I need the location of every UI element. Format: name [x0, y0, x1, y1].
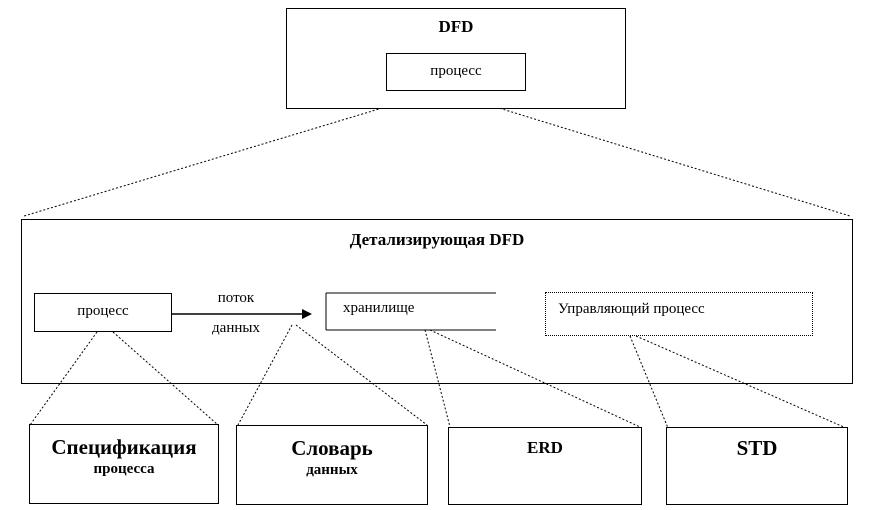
spec-line2: процесса: [93, 461, 155, 477]
control-process-box: Управляющий процесс: [545, 292, 813, 336]
dictionary-box: Словарь данных: [236, 425, 428, 505]
detail-process-box: процесс: [34, 293, 172, 332]
detail-process-label: процесс: [77, 303, 129, 319]
store-label: хранилище: [343, 300, 415, 316]
top-dfd-title: DFD: [438, 17, 474, 36]
data-store: хранилище: [327, 294, 496, 330]
detail-dfd-title: Детализирующая DFD: [349, 230, 525, 249]
std-label: STD: [736, 436, 778, 460]
top-process-box: процесс: [386, 53, 526, 91]
top-process-label: процесс: [430, 63, 482, 79]
flow-label-line1: поток: [217, 290, 255, 306]
spec-line1: Спецификация: [51, 435, 197, 459]
top-dfd-box: DFD процесс: [286, 8, 626, 109]
std-box: STD: [666, 427, 848, 505]
detail-dfd-box: Детализирующая DFD: [21, 219, 853, 384]
control-process-label: Управляющий процесс: [558, 301, 705, 317]
dict-line1: Словарь: [291, 436, 373, 460]
specification-box: Спецификация процесса: [29, 424, 219, 504]
dict-line2: данных: [306, 462, 358, 478]
flow-label-line2: данных: [212, 320, 260, 336]
erd-box: ERD: [448, 427, 642, 505]
erd-label: ERD: [527, 438, 563, 457]
